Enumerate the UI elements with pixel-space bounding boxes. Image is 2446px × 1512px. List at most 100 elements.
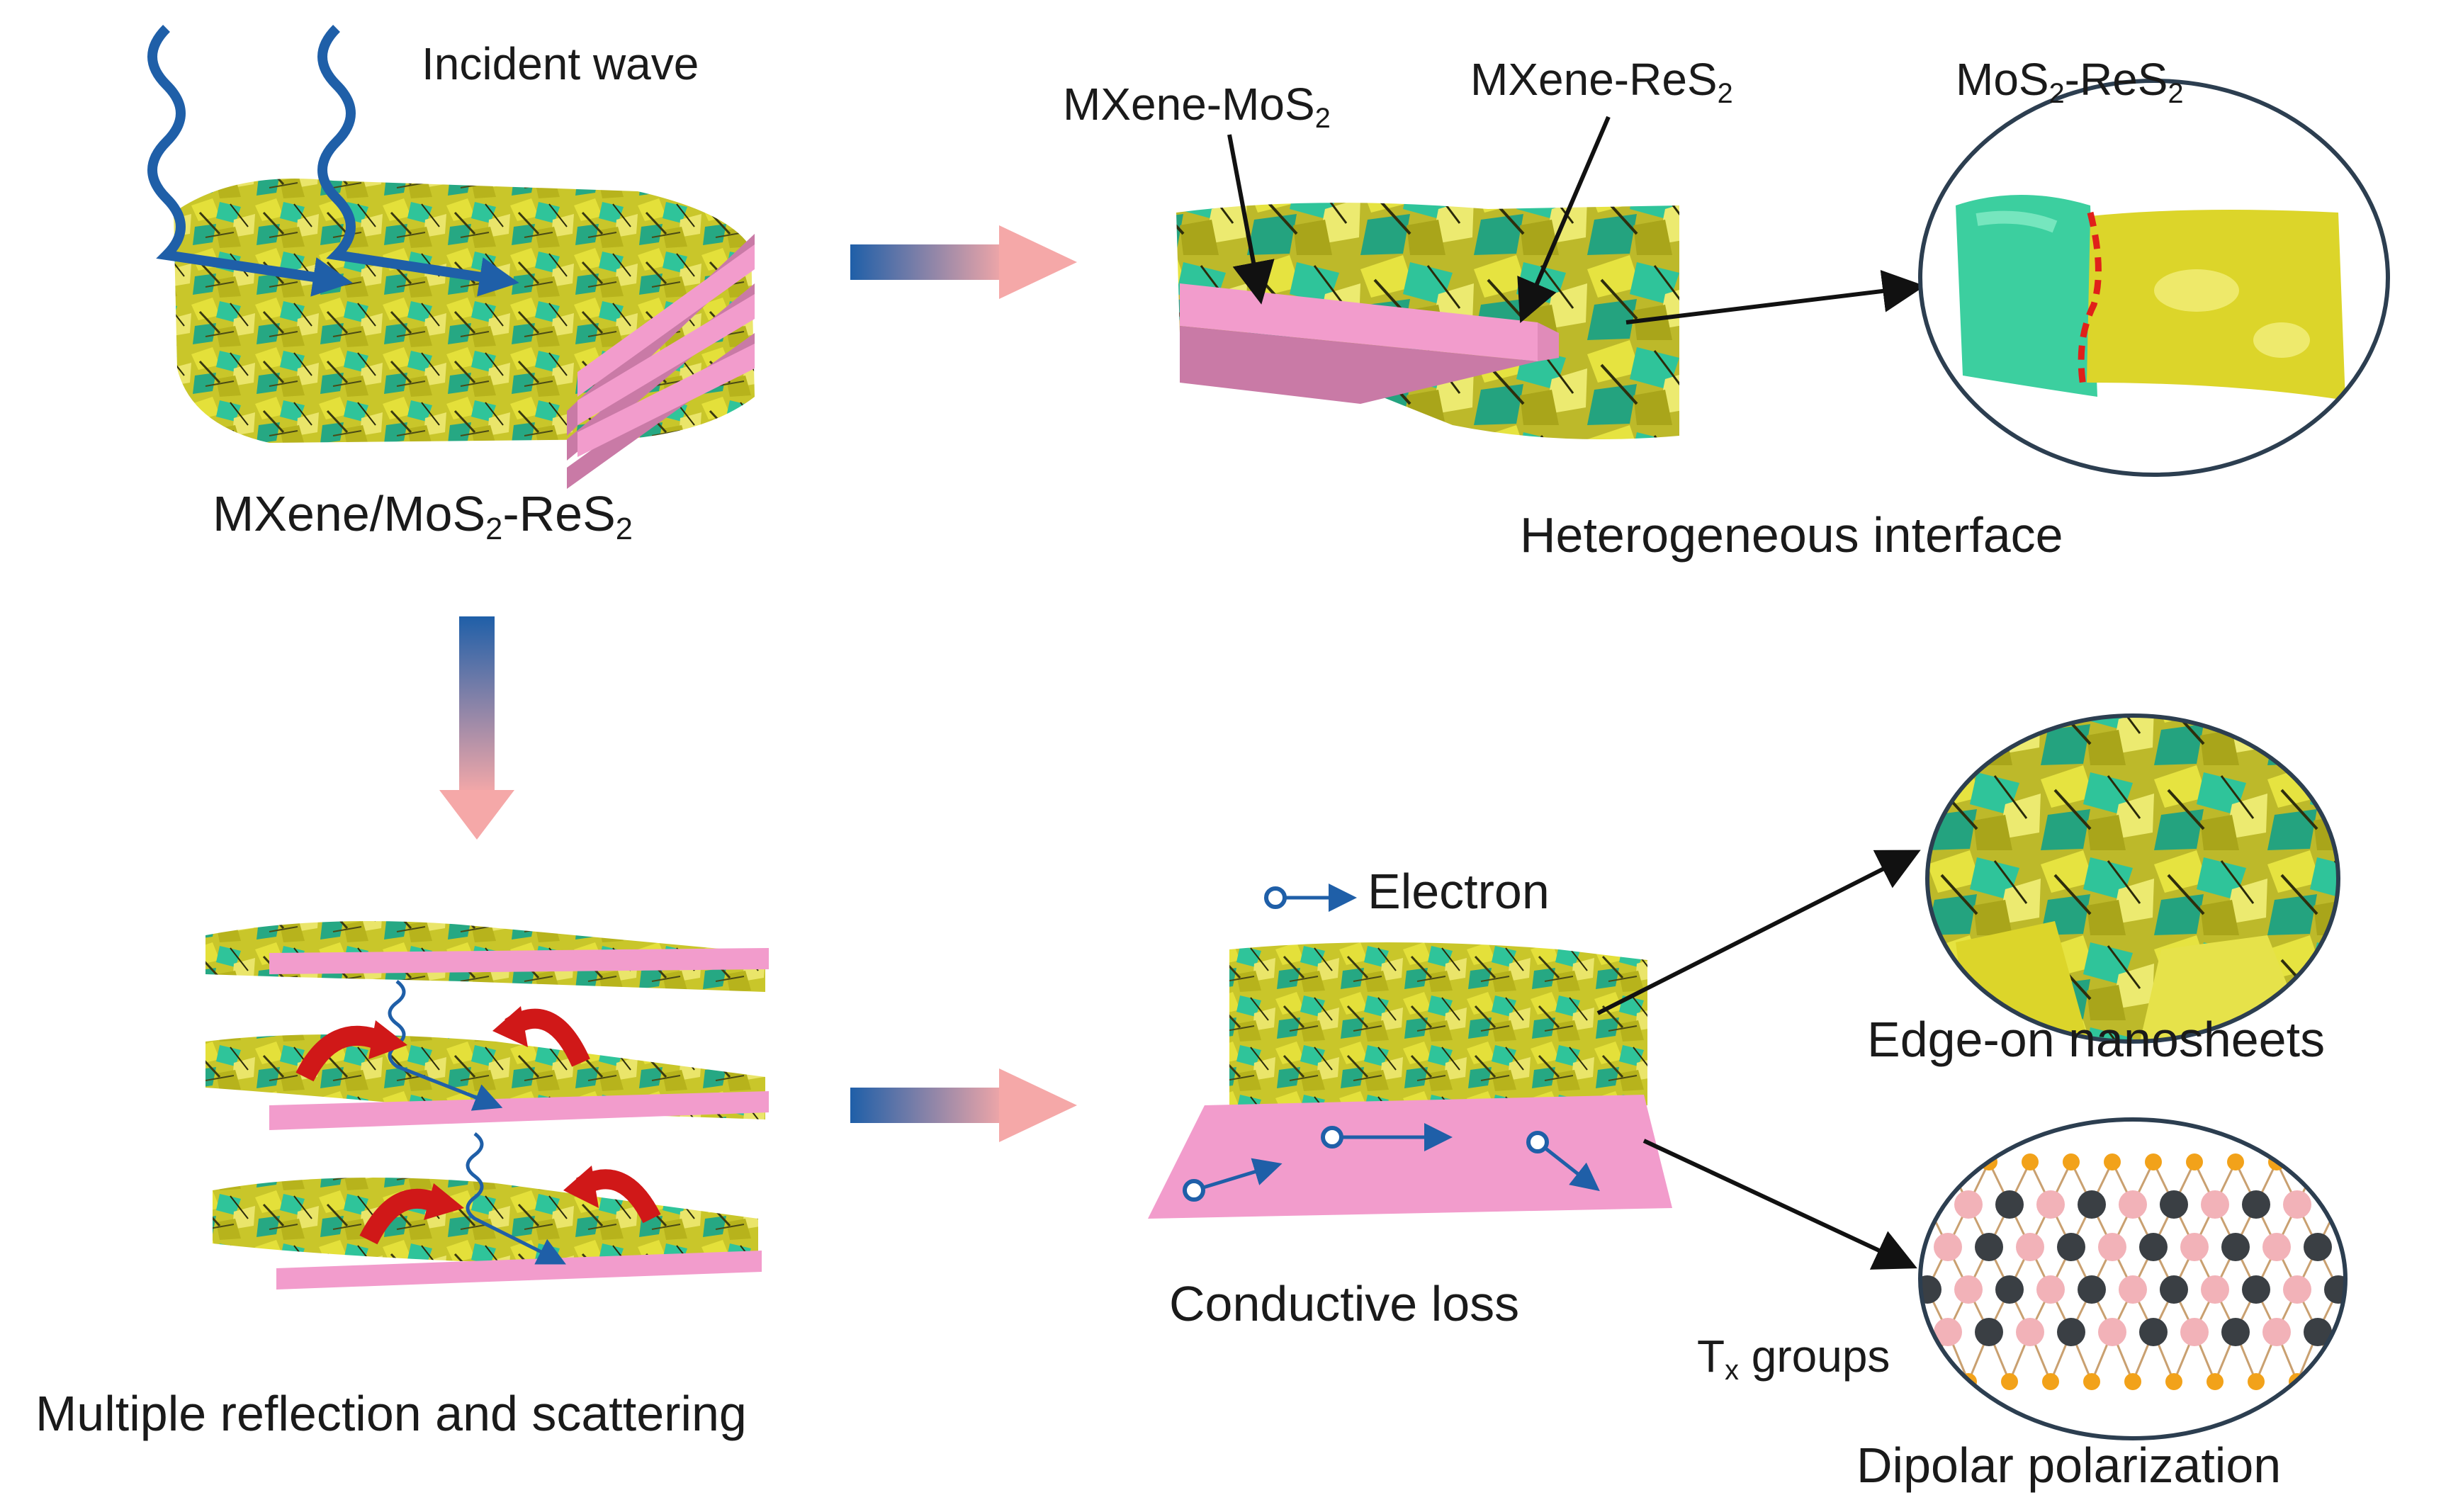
composite-label-part: MXene/MoS xyxy=(213,486,486,541)
lattice-atom xyxy=(2262,1318,2291,1346)
lattice-atom xyxy=(2139,1233,2168,1261)
subscript: 2 xyxy=(1314,103,1331,135)
subscript: 2 xyxy=(2168,78,2184,110)
pointer-arrow-icon xyxy=(1596,850,1921,1015)
dipolar-polarization-label: Dipolar polarization xyxy=(1856,1438,2282,1493)
lattice-atom xyxy=(2042,1373,2059,1390)
lattice-atom xyxy=(2057,1318,2085,1346)
lattice-bond xyxy=(2359,1332,2379,1382)
pointer-arrow-icon xyxy=(1227,134,1275,305)
incident-wave-icon xyxy=(147,25,353,297)
lattice-atom xyxy=(2283,1275,2311,1304)
lattice-atom xyxy=(1995,1275,2024,1304)
lattice-atom xyxy=(2201,1190,2229,1219)
mxene-mos2-label: MXene-MoS2 xyxy=(1063,81,1331,133)
pointer-arrow-icon xyxy=(1642,1139,1917,1270)
lattice-bond xyxy=(1926,1161,1949,1205)
subscript: 2 xyxy=(2048,78,2065,110)
composite-block xyxy=(174,179,755,489)
lattice-atom xyxy=(2186,1153,2203,1170)
electron-icon xyxy=(1193,884,1600,1192)
conductive-layer xyxy=(1148,942,1672,1219)
lattice-atom xyxy=(1975,1233,2003,1261)
lattice-atom xyxy=(1939,1153,1956,1170)
lattice-atom xyxy=(2221,1233,2250,1261)
edge-on-zoom-circle xyxy=(1925,713,2340,1044)
composite-label: MXene/MoS2-ReS2 xyxy=(213,489,633,546)
lattice-atom xyxy=(2304,1233,2332,1261)
incident-wave-icon xyxy=(317,25,519,297)
subscript: x xyxy=(1725,1355,1739,1387)
lattice-atom xyxy=(2207,1373,2224,1390)
lattice-atom xyxy=(1975,1318,2003,1346)
edge-on-label: Edge-on nanosheets xyxy=(1867,1012,2326,1067)
lattice-atom xyxy=(2160,1190,2188,1219)
lattice-atom xyxy=(2221,1318,2250,1346)
incident-wave-icon xyxy=(388,980,503,1111)
lattice-atom xyxy=(2345,1233,2373,1261)
lattice-atom xyxy=(2248,1373,2265,1390)
composite-label-part: -ReS xyxy=(502,486,616,541)
lattice-atom xyxy=(2104,1153,2121,1170)
lattice-atom xyxy=(2201,1275,2229,1304)
conductive-loss-label: Conductive loss xyxy=(1169,1276,1520,1331)
lattice-atom xyxy=(2001,1373,2018,1390)
lattice-atom xyxy=(2262,1233,2291,1261)
lattice-atom xyxy=(2304,1318,2332,1346)
lattice-atom xyxy=(2180,1233,2209,1261)
lattice-atom xyxy=(2078,1190,2106,1219)
label-part: T xyxy=(1697,1331,1725,1382)
lattice-atom xyxy=(2242,1275,2270,1304)
multiple-reflection-label: Multiple reflection and scattering xyxy=(35,1386,747,1441)
reflection-arrow-icon xyxy=(368,1006,599,1220)
lattice-atom xyxy=(2242,1190,2270,1219)
incident-wave-icon xyxy=(466,1132,566,1265)
lattice-bond xyxy=(2337,1331,2345,1382)
lattice-atom xyxy=(2324,1275,2345,1304)
lattice-atom xyxy=(2083,1373,2100,1390)
gradient-arrow-icon xyxy=(850,1068,1077,1142)
lattice-atom xyxy=(2139,1318,2168,1346)
lattice-atom xyxy=(2063,1153,2080,1170)
lattice-atom xyxy=(2022,1153,2039,1170)
lattice-atom xyxy=(1920,1275,1941,1304)
lattice-atom xyxy=(2145,1153,2162,1170)
lattice-atom xyxy=(2160,1275,2188,1304)
lattice-atom xyxy=(2330,1373,2345,1390)
label-part: groups xyxy=(1738,1331,1890,1382)
lattice-atom xyxy=(2098,1318,2126,1346)
lattice-atom xyxy=(2124,1373,2141,1390)
lattice-atom xyxy=(2098,1233,2126,1261)
lattice-atom xyxy=(2016,1233,2044,1261)
lattice-atom xyxy=(2350,1153,2367,1170)
lattice-atom xyxy=(1954,1190,1983,1219)
label-part: MXene-MoS xyxy=(1063,79,1315,130)
gradient-arrow-icon xyxy=(850,225,1077,299)
stacked-layers xyxy=(205,921,769,1290)
gradient-arrow-icon xyxy=(439,616,514,840)
mos2-res2-label: MoS2-ReS2 xyxy=(1956,57,2184,108)
lattice-atom xyxy=(2283,1190,2311,1219)
lattice-atom xyxy=(2180,1318,2209,1346)
incident-wave-label: Incident wave xyxy=(422,38,699,89)
lattice-bond xyxy=(2359,1247,2379,1290)
heterogeneous-interface-label: Heterogeneous interface xyxy=(1520,507,2063,563)
lattice-atom xyxy=(2036,1190,2065,1219)
lattice-atom xyxy=(2119,1275,2147,1304)
lattice-atom xyxy=(2078,1275,2106,1304)
lattice-atom xyxy=(2345,1318,2373,1346)
lattice-atom xyxy=(1920,1373,1936,1390)
pointer-arrow-icon xyxy=(1517,115,1611,324)
lattice-atom xyxy=(2227,1153,2244,1170)
subscript: 2 xyxy=(615,512,633,547)
subscript: 2 xyxy=(485,512,503,547)
label-part: MoS xyxy=(1956,54,2049,105)
lattice-atom xyxy=(1934,1233,1962,1261)
electron-label: Electron xyxy=(1368,864,1550,919)
tx-groups-label: Tx groups xyxy=(1697,1333,1890,1385)
lattice-bond xyxy=(2337,1161,2345,1205)
lattice-atom xyxy=(2309,1153,2326,1170)
slab-with-sheets xyxy=(1176,203,1679,439)
lattice-bond xyxy=(2359,1162,2379,1204)
